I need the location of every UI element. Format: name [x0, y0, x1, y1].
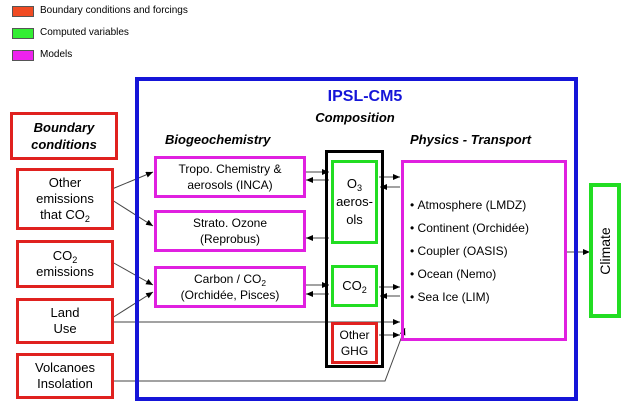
boundary-conditions-heading: Boundary conditions — [10, 112, 118, 160]
other-emissions-box: Other emissions that CO2 — [16, 168, 114, 230]
other-emissions-line1: Other — [48, 175, 82, 190]
legend-swatch-models — [12, 50, 34, 61]
aerosols-line1: aeros- — [336, 194, 373, 209]
boundary-heading-line1: Boundary — [33, 120, 95, 135]
tropo-line1: Tropo. Chemistry & — [178, 162, 282, 176]
volcanoes-line1: Volcanoes — [35, 360, 95, 375]
physics-transport-heading: Physics - Transport — [410, 132, 532, 147]
other-emissions-sub: 2 — [84, 214, 90, 224]
carbon-sub: 2 — [261, 278, 267, 288]
legend-swatch-computed — [12, 28, 34, 39]
strato-line2: (Reprobus) — [199, 232, 261, 246]
strato-line1: Strato. Ozone — [192, 216, 268, 230]
carbon-line1: Carbon / CO — [193, 272, 262, 286]
climate-label: Climate — [597, 226, 613, 275]
physics-item-atmosphere: Atmosphere (LMDZ) — [410, 194, 564, 217]
co2-emissions-sub: 2 — [72, 255, 78, 265]
other-emissions-line2: emissions — [36, 191, 94, 206]
boundary-heading-line2: conditions — [31, 137, 97, 152]
co2-var-label: CO — [342, 278, 362, 293]
composition-column — [325, 150, 384, 368]
physics-components-list: Atmosphere (LMDZ) Continent (Orchidée) C… — [410, 194, 564, 309]
legend-swatch-boundary — [12, 6, 34, 17]
aerosols-line2: ols — [346, 212, 363, 227]
land-use-box: Land Use — [16, 298, 114, 344]
volcanoes-line2: Insolation — [37, 376, 93, 391]
diagram-title: IPSL-CM5 — [327, 88, 403, 105]
strato-ozone-model: Strato. Ozone (Reprobus) — [154, 210, 306, 252]
legend-label-models: Models — [40, 49, 73, 60]
other-emissions-line3: that CO — [40, 207, 85, 222]
tropo-line2: aerosols (INCA) — [187, 178, 273, 192]
carbon-line2: (Orchidée, Pisces) — [180, 288, 280, 302]
co2-emissions-box: CO2 emissions — [16, 240, 114, 288]
land-use-line1: Land — [50, 305, 80, 320]
legend-label-boundary: Boundary conditions and forcings — [40, 5, 188, 16]
o3-label: O — [346, 176, 358, 191]
biogeochemistry-heading: Biogeochemistry — [165, 132, 271, 147]
o3-sub: 3 — [357, 183, 363, 193]
physics-item-sea-ice: Sea Ice (LIM) — [410, 286, 564, 309]
o3-aerosols-variable: O3 aeros- ols — [331, 160, 378, 244]
other-ghg-line1: Other — [339, 328, 370, 342]
land-use-line2: Use — [53, 321, 77, 336]
ipsl-cm5-frame — [135, 77, 578, 401]
legend-label-computed: Computed variables — [40, 27, 129, 38]
carbon-co2-model: Carbon / CO2 (Orchidée, Pisces) — [154, 266, 306, 308]
other-ghg-variable: Other GHG — [331, 322, 378, 364]
co2-var-sub: 2 — [361, 285, 367, 295]
volcanoes-insolation-box: Volcanoes Insolation — [16, 353, 114, 399]
physics-item-continent: Continent (Orchidée) — [410, 217, 564, 240]
physics-transport-box: Atmosphere (LMDZ) Continent (Orchidée) C… — [401, 160, 567, 341]
co2-variable: CO2 — [331, 265, 378, 307]
climate-output: Climate — [589, 183, 621, 318]
co2-emissions-line2: emissions — [36, 264, 94, 279]
physics-item-ocean: Ocean (Nemo) — [410, 263, 564, 286]
other-ghg-line2: GHG — [340, 344, 369, 358]
composition-heading: Composition — [315, 110, 395, 125]
physics-item-coupler: Coupler (OASIS) — [410, 240, 564, 263]
tropo-chemistry-model: Tropo. Chemistry & aerosols (INCA) — [154, 156, 306, 198]
co2-emissions-line1: CO — [52, 248, 73, 263]
